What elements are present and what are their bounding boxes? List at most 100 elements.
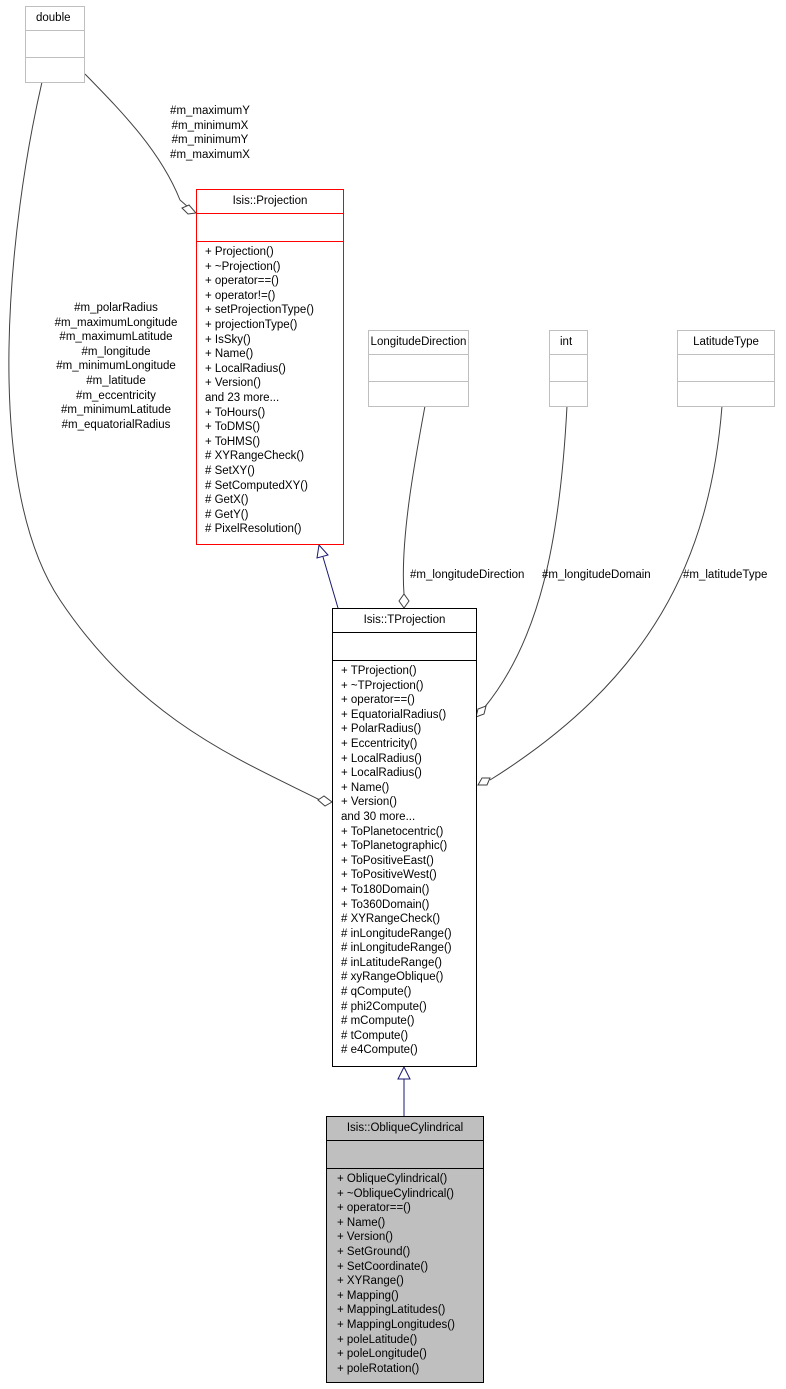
member-item[interactable]: + operator==()	[341, 694, 415, 707]
edge-label-line: #m_minimumY	[171, 134, 249, 147]
member-item[interactable]: + MappingLatitudes()	[337, 1304, 446, 1317]
aggregation-diamond	[398, 593, 410, 609]
class-latitude-type[interactable]: LatitudeType	[677, 330, 775, 407]
member-item[interactable]: + Name()	[341, 781, 390, 794]
inheritance-arrow	[316, 543, 329, 559]
member-item[interactable]: # PixelResolution()	[205, 523, 302, 536]
member-item[interactable]: # GetY()	[205, 508, 249, 521]
member-item[interactable]: # XYRangeCheck()	[341, 913, 441, 926]
member-item[interactable]: + poleLatitude()	[337, 1333, 418, 1346]
member-item[interactable]: + SetGround()	[337, 1245, 411, 1258]
edge-int	[483, 405, 568, 709]
aggregation-diamond	[317, 795, 333, 807]
class-double[interactable]: double	[25, 6, 85, 83]
member-item[interactable]: # phi2Compute()	[341, 1000, 427, 1013]
member-item[interactable]: + MappingLongitudes()	[337, 1318, 455, 1331]
edge-label-double-projection: #m_maximumY#m_minimumX#m_minimumY#m_maxi…	[150, 104, 270, 162]
member-item[interactable]: + poleRotation()	[337, 1362, 420, 1375]
edge-label-longitude-direction: #m_longitudeDirection	[410, 569, 525, 581]
member-item[interactable]: # qCompute()	[341, 986, 412, 999]
member-item[interactable]: + Eccentricity()	[341, 737, 418, 750]
member-item[interactable]: + ToPlanetocentric()	[341, 825, 444, 838]
member-item[interactable]: + TProjection()	[341, 665, 417, 677]
member-item[interactable]: + EquatorialRadius()	[341, 708, 447, 721]
class-projection[interactable]: Isis::Projection + Projection()+ ~Projec…	[196, 189, 344, 545]
edge-label-line: #m_maximumLatitude	[59, 331, 173, 344]
class-int[interactable]: int	[549, 330, 588, 407]
member-item[interactable]: + ToPlanetographic()	[341, 840, 448, 853]
class-tprojection[interactable]: Isis::TProjection + TProjection()+ ~TPro…	[332, 608, 477, 1067]
edge-label-line: #m_maximumY	[170, 105, 250, 117]
member-item[interactable]: # xyRangeOblique()	[341, 971, 444, 984]
member-item[interactable]: and 30 more...	[341, 810, 416, 823]
edge-label-line: #m_longitude	[81, 345, 151, 358]
member-item[interactable]: + ToPositiveWest()	[341, 869, 437, 882]
member-item[interactable]: + ToPositiveEast()	[341, 854, 434, 867]
member-list: + Projection() + ~Projection() + operator=…	[197, 242, 343, 537]
member-item[interactable]: + ToDMS()	[205, 421, 261, 434]
member-item[interactable]: # GetX()	[205, 494, 249, 507]
member-item[interactable]: + projectionType()	[205, 318, 298, 331]
member-item[interactable]: + To360Domain()	[341, 898, 430, 911]
member-list: + ObliqueCylindrical() + ~ObliqueCylindri…	[327, 1169, 483, 1376]
member-item[interactable]: + operator==()	[205, 275, 279, 288]
class-title: Isis::TProjection	[333, 609, 476, 633]
member-item[interactable]: # mCompute()	[341, 1015, 415, 1028]
member-item[interactable]: + poleLongitude()	[337, 1348, 427, 1361]
edge-inherit-projection	[322, 556, 339, 609]
class-oblique-cylindrical[interactable]: Isis::ObliqueCylindrical + ObliqueCylind…	[326, 1116, 484, 1383]
member-item[interactable]: # e4Compute()	[341, 1044, 418, 1057]
edge-label-int: #m_longitudeDomain	[542, 569, 651, 581]
member-item[interactable]: + Name()	[205, 348, 254, 361]
member-item[interactable]: + Projection()	[205, 246, 274, 258]
member-item[interactable]: + Version()	[337, 1231, 393, 1244]
member-item[interactable]: + XYRange()	[337, 1275, 404, 1288]
member-item[interactable]: # inLongitudeRange()	[341, 927, 452, 940]
class-title: int	[550, 331, 587, 355]
edge-label-latitude-type: #m_latitudeType	[683, 569, 768, 581]
edge-label-line: #m_eccentricity	[76, 389, 156, 402]
member-item[interactable]: + SetCoordinate()	[337, 1260, 429, 1273]
class-longitude-direction[interactable]: LongitudeDirection	[368, 330, 469, 407]
edge-label-line: #m_equatorialRadius	[61, 418, 171, 431]
member-item[interactable]: + To180Domain()	[341, 883, 430, 896]
member-item[interactable]: + PolarRadius()	[341, 723, 422, 736]
member-item[interactable]: + Name()	[337, 1216, 386, 1229]
edge-label-line: #m_polarRadius	[74, 302, 158, 314]
inheritance-arrow	[397, 1065, 411, 1080]
edge-double-projection	[84, 73, 189, 208]
class-title: LatitudeType	[678, 331, 774, 355]
member-item[interactable]: # tCompute()	[341, 1029, 409, 1042]
member-item[interactable]: + operator==()	[337, 1202, 411, 1215]
member-item[interactable]: + ~TProjection()	[341, 679, 424, 692]
member-item[interactable]: + operator!=()	[205, 289, 276, 302]
member-item[interactable]: # SetXY()	[205, 464, 255, 477]
member-item[interactable]: + Version()	[205, 377, 261, 390]
member-item[interactable]: + LocalRadius()	[341, 752, 422, 765]
member-item[interactable]: # inLatitudeRange()	[341, 956, 443, 969]
class-title: double	[26, 7, 84, 31]
member-item[interactable]: + Mapping()	[337, 1289, 399, 1302]
member-item[interactable]: + ObliqueCylindrical()	[337, 1173, 448, 1185]
member-item[interactable]: + IsSky()	[205, 333, 251, 346]
member-item[interactable]: + setProjectionType()	[205, 304, 314, 317]
member-item[interactable]: + Version()	[341, 796, 397, 809]
member-item[interactable]: + LocalRadius()	[205, 362, 286, 375]
member-item[interactable]: # XYRangeCheck()	[205, 450, 305, 463]
edge-label-line: #m_minimumLatitude	[61, 404, 171, 417]
member-item[interactable]: and 23 more...	[205, 391, 280, 404]
member-item[interactable]: # inLongitudeRange()	[341, 942, 452, 955]
edge-label-double-tprojection: #m_polarRadius #m_maximumLongitude #m_maxi…	[40, 301, 192, 432]
member-item[interactable]: + ToHMS()	[205, 435, 261, 448]
member-item[interactable]: + ToHours()	[205, 406, 266, 419]
edge-double-tprojection	[8, 81, 321, 801]
member-item[interactable]: + LocalRadius()	[341, 767, 422, 780]
edge-label-line: #m_maximumLongitude	[54, 316, 178, 329]
member-item[interactable]: + ~Projection()	[205, 260, 281, 273]
class-title: LongitudeDirection	[369, 331, 468, 355]
edge-longitudedirection	[402, 405, 426, 595]
member-item[interactable]: + ~ObliqueCylindrical()	[337, 1187, 454, 1200]
edge-latitudetype	[489, 405, 723, 781]
member-item[interactable]: # SetComputedXY()	[205, 479, 308, 492]
